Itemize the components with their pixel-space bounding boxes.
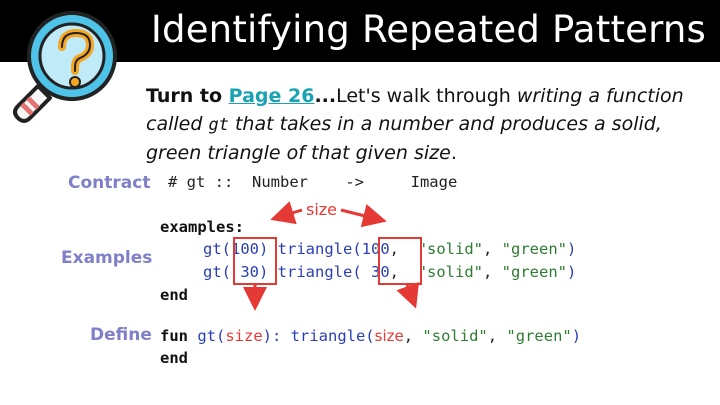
contract-line: # gt :: Number -> Image <box>168 173 458 191</box>
page-link[interactable]: Page 26 <box>228 85 315 107</box>
define-line: fun gt(size): triangle(size, "solid", "g… <box>160 327 582 345</box>
size-annotation: size <box>306 200 338 219</box>
example-row: gt( 30) triangle( 30, "solid", "green") <box>203 263 577 281</box>
arrow-down-right <box>396 281 420 309</box>
magnifier-question-icon <box>13 11 117 123</box>
intro-italic-1: writing a function called <box>146 85 684 135</box>
intro-italic-2: that takes in a number and produces a so… <box>146 113 662 164</box>
contract-label: Contract <box>68 173 151 193</box>
page-title: Identifying Repeated Patterns <box>150 8 706 51</box>
intro-text: Let's walk through <box>336 85 517 107</box>
example-arg: 30 <box>361 263 390 281</box>
param-size: size <box>225 327 263 345</box>
define-label: Define <box>90 325 152 345</box>
examples-label: Examples <box>61 248 153 268</box>
turn-to-text: Turn to <box>146 85 229 107</box>
examples-keyword: examples: <box>160 218 244 236</box>
example-arg: 100 <box>231 240 259 258</box>
example-row: gt(100) triangle(100, "solid", "green") <box>203 240 577 258</box>
arrow-size-left <box>270 201 303 225</box>
intro-period: . <box>450 142 457 164</box>
param-size: size <box>374 327 404 345</box>
example-arg: 30 <box>231 263 259 281</box>
ellipsis-text: ... <box>314 85 337 107</box>
arrow-size-right <box>340 203 387 228</box>
examples-end-keyword: end <box>160 286 188 304</box>
title-bar: Identifying Repeated Patterns <box>0 0 720 62</box>
define-end-keyword: end <box>160 349 188 367</box>
intro-paragraph: Turn to Page 26...Let's walk through wri… <box>146 82 706 167</box>
function-name-code: gt <box>208 115 229 135</box>
example-arg: 100 <box>361 240 390 258</box>
